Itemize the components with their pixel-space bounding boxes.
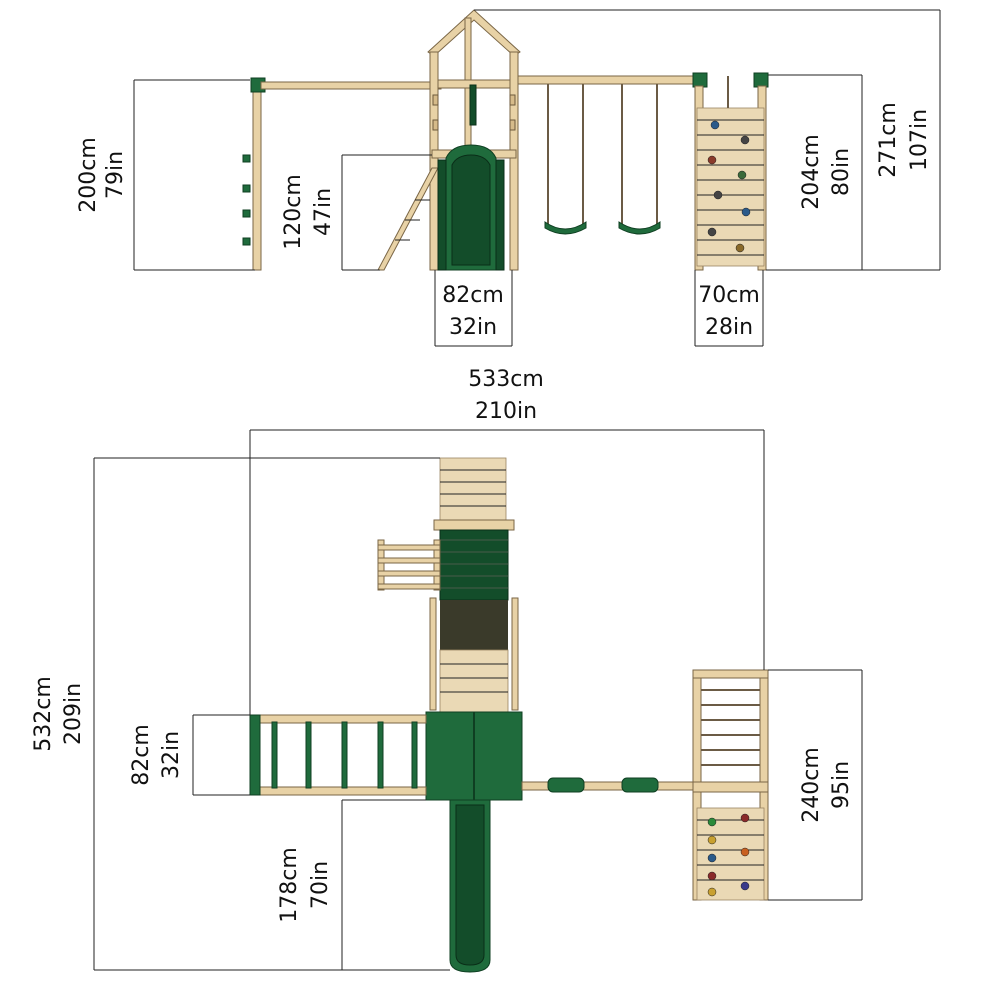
side-view: 200cm 79in 120cm 47in 82cm 32in 70cm 28i… [76, 9, 941, 347]
climbing-wall-width-cm: 70cm [698, 283, 760, 308]
climbing-frame-depth-in: 95in [829, 761, 854, 809]
deck-height-in: 47in [311, 188, 336, 236]
slide-length-cm: 178cm [277, 847, 302, 923]
swing-beam-side [517, 75, 701, 235]
climbing-frame-depth-cm: 240cm [799, 747, 824, 823]
total-height-in: 107in [907, 109, 932, 171]
monkey-bars-top [249, 714, 427, 796]
deck-height-cm: 120cm [281, 174, 306, 250]
total-width-in: 210in [475, 399, 537, 424]
swing-beam-top [521, 777, 695, 793]
climbing-frame-top [692, 669, 769, 901]
total-depth-cm: 532cm [31, 676, 56, 752]
slide-length-in: 70in [308, 861, 333, 909]
climbing-frame-side [692, 72, 769, 271]
monkey-bars-width-in: 32in [159, 731, 184, 779]
total-depth-in: 209in [61, 683, 86, 745]
tower-side [377, 9, 521, 271]
climbing-wall-width-in: 28in [705, 315, 753, 340]
side-dimension-lines [133, 9, 941, 347]
climbing-frame-height-cm: 204cm [799, 134, 824, 210]
total-height-cm: 271cm [876, 102, 901, 178]
swing-beam-height-in: 79in [103, 151, 128, 199]
top-view: 533cm 210in 532cm 209in 82cm 32in 178cm … [31, 367, 863, 973]
slide-width-in: 32in [449, 315, 497, 340]
monkey-bars-width-cm: 82cm [129, 724, 154, 786]
deck-top [425, 711, 523, 801]
tower-roof-top [377, 457, 519, 713]
slide-width-cm: 82cm [442, 283, 504, 308]
climbing-frame-height-in: 80in [829, 148, 854, 196]
top-dimension-lines [93, 429, 863, 971]
slide-top [449, 799, 491, 973]
swing-beam-height-cm: 200cm [76, 137, 101, 213]
total-width-cm: 533cm [468, 367, 544, 392]
